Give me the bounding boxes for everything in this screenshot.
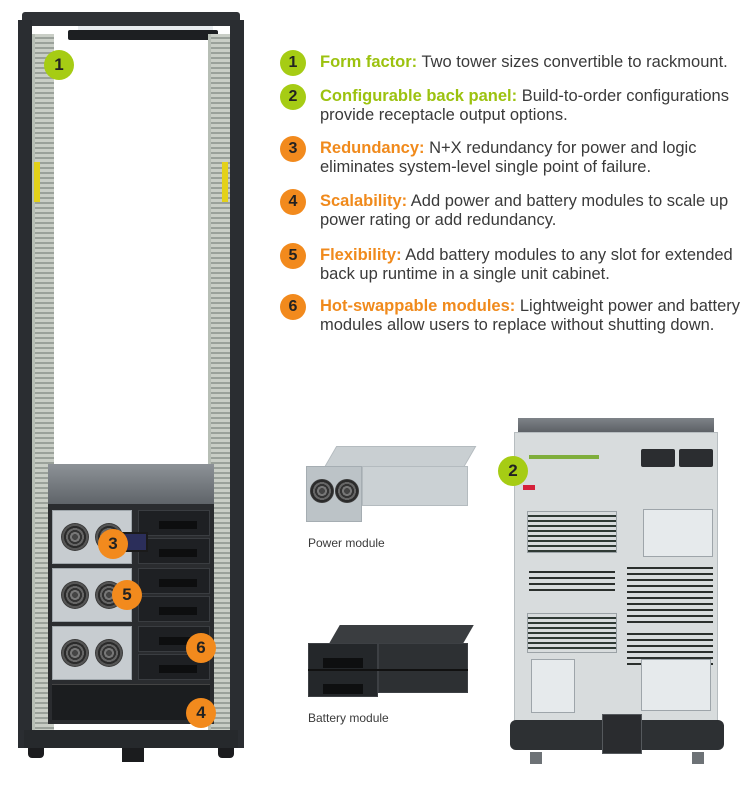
feature-title: Configurable back panel:	[320, 87, 518, 105]
rack-callout-3: 3	[98, 529, 128, 559]
ups-unit	[48, 464, 214, 724]
feature-text: Configurable back panel: Build-to-order …	[320, 87, 748, 125]
battery-module-slot	[138, 596, 210, 622]
rack-warning-label	[222, 162, 228, 202]
battery-handle	[159, 521, 197, 529]
feature-text: Redundancy: N+X redundancy for power and…	[320, 139, 748, 177]
feature-description: Lightweight power and battery modules al…	[320, 297, 741, 334]
battery-handle	[323, 684, 363, 694]
ac-input-cover	[641, 659, 711, 711]
rack-callout-4: 4	[186, 698, 216, 728]
callout-badge-5: 5	[280, 243, 306, 269]
callout-badge-6: 6	[280, 294, 306, 320]
empty-bay	[52, 684, 210, 720]
communication-card	[641, 449, 675, 467]
battery-module-slot	[138, 510, 210, 536]
fan-icon	[61, 639, 89, 667]
rack-foot	[122, 748, 144, 762]
fan-icon	[310, 479, 334, 503]
rack-foot	[28, 748, 44, 758]
ac-output-cover	[643, 509, 713, 557]
power-module-caption: Power module	[308, 536, 385, 550]
cabinet-callout-2: 2	[498, 456, 528, 486]
feature-text: Form factor: Two tower sizes convertible…	[320, 53, 748, 72]
fan-icon	[335, 479, 359, 503]
rack-callout-1: 1	[44, 50, 74, 80]
cabinet-top	[518, 418, 714, 432]
dc-cover	[531, 659, 575, 713]
power-module-image	[300, 446, 477, 526]
feature-description: Build-to-order configurations provide re…	[320, 87, 729, 124]
feature-text: Hot-swappable modules: Lightweight power…	[320, 297, 748, 335]
battery-module-caption: Battery module	[308, 711, 389, 725]
battery-handle	[159, 549, 197, 557]
rack-callout-6: 6	[186, 633, 216, 663]
callout-badge-2: 2	[280, 84, 306, 110]
leveling-foot	[530, 752, 542, 764]
battery-module-top	[328, 625, 474, 645]
battery-handle	[323, 658, 363, 668]
breaker-switch	[523, 485, 535, 490]
battery-handle	[159, 579, 197, 587]
power-module-front	[306, 466, 362, 522]
fan-icon	[95, 639, 123, 667]
power-module-side	[362, 466, 468, 506]
feature-description: Add power and battery modules to scale u…	[320, 192, 729, 229]
rack-frame-top	[22, 12, 240, 26]
feature-description: N+X redundancy for power and logic elimi…	[320, 139, 697, 176]
feature-title: Hot-swappable modules:	[320, 297, 516, 315]
battery-handle	[159, 665, 197, 673]
battery-module-side	[378, 643, 468, 693]
feature-description: Two tower sizes convertible to rackmount…	[417, 53, 728, 71]
power-module-top	[323, 446, 477, 468]
callout-badge-3: 3	[280, 136, 306, 162]
fan-icon	[61, 523, 89, 551]
feature-text: Scalability: Add power and battery modul…	[320, 192, 748, 230]
fan-icon	[61, 581, 89, 609]
rack-warning-label	[34, 162, 40, 202]
battery-module-slot	[138, 568, 210, 594]
callout-badge-1: 1	[280, 50, 306, 76]
vent-grill	[527, 613, 617, 653]
callout-badge-4: 4	[280, 189, 306, 215]
battery-module-slot	[138, 538, 210, 564]
ups-lid	[48, 464, 214, 504]
network-card	[679, 449, 713, 467]
power-module-slot	[52, 626, 132, 680]
vent-slots	[627, 563, 713, 623]
feature-description: Add battery modules to any slot for exte…	[320, 246, 733, 283]
leveling-foot	[692, 752, 704, 764]
feature-title: Form factor:	[320, 53, 418, 71]
rack-side-left	[18, 20, 32, 748]
cabinet-base-plate	[602, 714, 642, 754]
cabinet-back-panel	[514, 432, 718, 722]
rack-top-bar	[68, 30, 218, 40]
rack-base	[24, 730, 238, 748]
battery-module-image	[306, 625, 474, 700]
rack-side-right	[230, 20, 244, 748]
terminal-strip	[529, 455, 599, 459]
feature-title: Flexibility:	[320, 246, 402, 264]
rack-cabinet-image: 1 3 5 6 4	[18, 12, 244, 768]
vent-grill	[527, 511, 617, 553]
vent-slots	[529, 567, 615, 591]
battery-handle	[159, 637, 197, 645]
battery-module-divider	[308, 669, 468, 671]
feature-title: Redundancy:	[320, 139, 425, 157]
rack-foot	[218, 748, 234, 758]
feature-text: Flexibility: Add battery modules to any …	[320, 246, 748, 284]
battery-handle	[159, 607, 197, 615]
rack-callout-5: 5	[112, 580, 142, 610]
rack-top-vent	[78, 26, 213, 30]
feature-title: Scalability:	[320, 192, 408, 210]
cabinet-rear-image: 2	[498, 418, 724, 774]
